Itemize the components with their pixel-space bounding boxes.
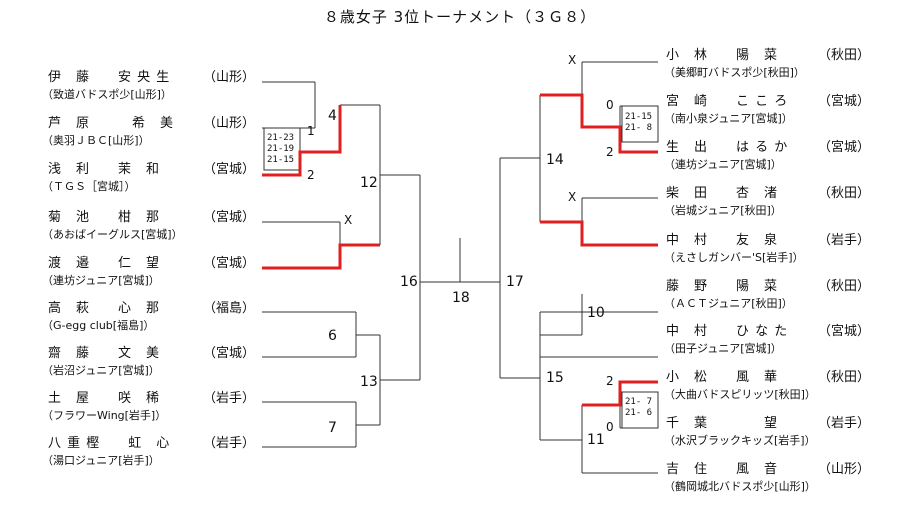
player-pref: （山形） <box>818 462 871 477</box>
player-pref: （岩手） <box>203 436 256 451</box>
player-pref: （秋田） <box>818 279 871 294</box>
match-number: 12 <box>360 175 378 191</box>
player-pref: （宮城） <box>818 324 871 339</box>
match-number: 6 <box>328 328 337 344</box>
player-pref: （山形） <box>203 116 256 131</box>
player-club: （南小泉ジュニア[宮城]） <box>664 112 793 125</box>
player-pref: （宮城） <box>818 140 871 155</box>
walkover-mark: X <box>568 53 577 67</box>
winner-path <box>540 93 658 154</box>
player-club: （鶴岡城北バドスポ少[山形]） <box>664 480 816 493</box>
score-box <box>263 127 301 171</box>
player-name: 吉 住 風 音 <box>666 462 779 477</box>
game-count: 1 <box>307 124 315 138</box>
player-name: 小 松 風 華 <box>666 370 779 385</box>
winner-path <box>540 220 658 247</box>
player-name: 渡 邉 仁 望 <box>48 256 161 271</box>
score-box <box>621 105 659 143</box>
player-name: 伊 藤 安 央 生 <box>48 70 171 85</box>
player-pref: （秋田） <box>818 48 871 63</box>
player-club: （美郷町バドスポ少[秋田]） <box>664 66 805 79</box>
player-club: （大曲バドスピリッツ[秋田]） <box>664 388 816 401</box>
match-score: 21-23 21-19 21-15 <box>267 133 295 165</box>
player-name: 浅 利 茉 和 <box>48 162 161 177</box>
player-club: （岩城ジュニア[秋田]） <box>664 204 782 217</box>
player-pref: （岩手） <box>818 233 871 248</box>
game-count: 0 <box>606 420 614 434</box>
page-title: ８歳女子 3位トーナメント（３Ｇ８） <box>323 8 597 26</box>
player-name: 藤 野 陽 菜 <box>666 279 779 294</box>
winner-path <box>262 105 342 177</box>
winner-path <box>262 243 380 270</box>
player-club: （田子ジュニア[宮城]） <box>664 342 782 355</box>
match-number: 18 <box>452 290 470 306</box>
player-club: （奥羽ＪＢＣ[山形]） <box>42 134 150 147</box>
player-pref: （岩手） <box>203 391 256 406</box>
match-number: 7 <box>328 420 337 436</box>
match-number: 17 <box>506 274 524 290</box>
player-name: 宮 崎 こ こ ろ <box>666 94 789 109</box>
walkover-mark: X <box>344 213 353 227</box>
match-number: 16 <box>400 274 418 290</box>
player-name: 中 村 友 泉 <box>666 233 779 248</box>
game-count: 2 <box>606 374 614 388</box>
player-club: （連坊ジュニア[宮城]） <box>664 158 782 171</box>
player-pref: （秋田） <box>818 370 871 385</box>
winner-path <box>582 380 658 407</box>
player-name: 柴 田 杏 渚 <box>666 186 779 201</box>
player-pref: （秋田） <box>818 186 871 201</box>
player-pref: （宮城） <box>818 94 871 109</box>
player-name: 生 出 は る か <box>666 140 789 155</box>
player-pref: （宮城） <box>203 256 256 271</box>
player-club: （ＡＣＴジュニア[秋田]） <box>664 297 793 310</box>
player-club: （えさしガンバー'S[岩手]） <box>664 251 804 264</box>
player-club: （湯口ジュニア[岩手]） <box>42 454 160 467</box>
game-count: 2 <box>307 168 315 182</box>
player-name: 芦 原 希 美 <box>48 116 175 131</box>
game-count: 2 <box>606 145 614 159</box>
player-name: 土 屋 咲 稀 <box>48 391 161 406</box>
player-pref: （宮城） <box>203 346 256 361</box>
player-club: （フラワーWing[岩手]） <box>42 409 167 422</box>
player-pref: （福島） <box>203 301 256 316</box>
player-pref: （山形） <box>203 70 256 85</box>
match-number: 11 <box>587 432 605 448</box>
game-count: 0 <box>606 98 614 112</box>
match-number: 15 <box>546 370 564 386</box>
player-club: （連坊ジュニア[宮城]） <box>42 274 160 287</box>
match-score: 21- 7 21- 6 <box>625 397 653 418</box>
player-pref: （宮城） <box>203 162 256 177</box>
match-number: 4 <box>328 108 337 124</box>
walkover-mark: X <box>568 190 577 204</box>
player-club: （ＴＧＳ［宮城］） <box>42 180 136 193</box>
player-name: 千 葉 望 <box>666 416 779 431</box>
match-number: 14 <box>546 152 564 168</box>
player-pref: （岩手） <box>818 416 871 431</box>
player-name: 高 萩 心 那 <box>48 301 161 316</box>
player-name: 齋 藤 文 美 <box>48 346 161 361</box>
player-club: （致道バドスポ少[山形]） <box>42 88 172 101</box>
match-number: 10 <box>587 305 605 321</box>
match-number: 13 <box>360 374 378 390</box>
player-name: 小 林 陽 菜 <box>666 48 779 63</box>
player-club: （水沢ブラックキッズ[岩手]） <box>664 434 816 447</box>
player-name: 八 重 樫 虹 心 <box>48 436 171 451</box>
player-name: 中 村 ひ な た <box>666 324 789 339</box>
player-name: 菊 池 柑 那 <box>48 210 161 225</box>
player-club: （岩沼ジュニア[宮城]） <box>42 364 160 377</box>
score-box <box>621 391 659 429</box>
player-pref: （宮城） <box>203 210 256 225</box>
match-score: 21-15 21- 8 <box>625 112 653 133</box>
player-club: （G-egg club[福島]） <box>42 319 155 332</box>
player-club: （あおばイーグルス[宮城]） <box>42 228 183 241</box>
